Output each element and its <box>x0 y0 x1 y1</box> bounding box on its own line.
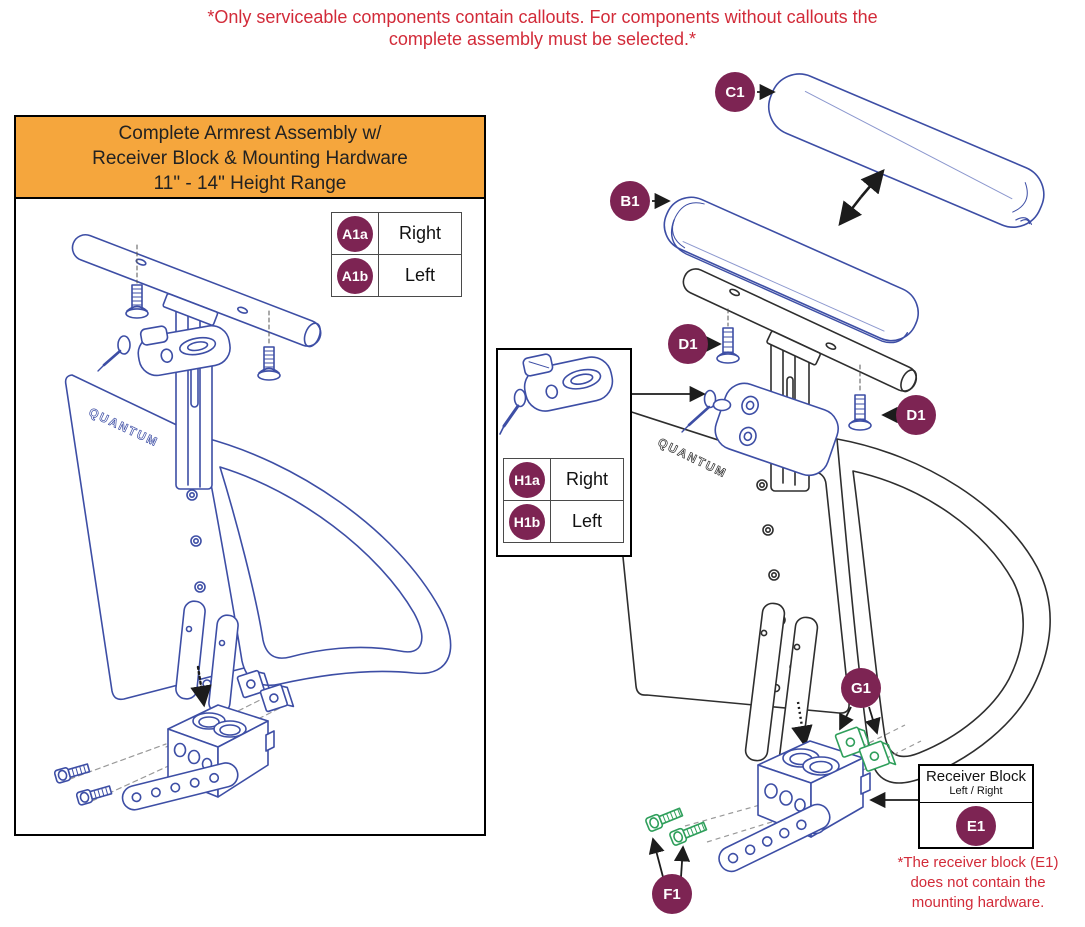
callout-g1[interactable]: G1 <box>841 668 881 708</box>
receiver-block-drawing <box>757 740 871 838</box>
a1-callout-table: A1a Right A1b Left <box>331 212 462 297</box>
serviceable-components-note: *Only serviceable components contain cal… <box>0 6 1085 50</box>
g1-arrow-icon <box>865 706 881 735</box>
side-label: Right <box>378 212 462 255</box>
complete-assembly-panel: Complete Armrest Assembly w/ Receiver Bl… <box>14 115 486 836</box>
g1-arrow-icon <box>839 706 854 731</box>
callout-d1-right[interactable]: D1 <box>896 395 936 435</box>
square-nuts-drawing <box>236 669 295 713</box>
callout-c1[interactable]: C1 <box>715 72 755 112</box>
receiver-block-subtitle: Left / Right <box>920 785 1032 803</box>
callout-arrows <box>632 83 918 878</box>
title-line-2: Receiver Block & Mounting Hardware <box>92 148 408 169</box>
f1-arrow-icon <box>648 837 665 878</box>
side-label: Left <box>378 254 462 297</box>
table-row: A1a Right <box>331 212 462 255</box>
armrest-support-loop-drawing <box>836 438 1051 784</box>
armrest-pad-top-drawing <box>768 73 1045 228</box>
assembly-title-header: Complete Armrest Assembly w/ Receiver Bl… <box>16 117 484 199</box>
clamp-drawing <box>97 324 231 377</box>
insertion-arrow-icon <box>791 701 813 748</box>
receiver-block-title: Receiver Block <box>925 768 1027 785</box>
note-line-3: mounting hardware. <box>911 894 1045 911</box>
armrest-t-tube-drawing <box>682 268 918 393</box>
callout-a1b[interactable]: A1b <box>337 257 373 294</box>
table-row: A1b Left <box>331 254 462 297</box>
mounting-screws-drawing <box>645 807 708 846</box>
pad-screws-drawing <box>125 244 281 381</box>
complete-armrest-assembly-drawing: QUANTUM <box>53 233 452 811</box>
armrest-support-loop-drawing <box>201 436 452 686</box>
callout-e1[interactable]: E1 <box>956 806 996 846</box>
callout-h1b[interactable]: H1b <box>509 503 545 540</box>
h1-clamp-detail-box: H1a Right H1b Left <box>496 348 632 557</box>
clamp-detail-drawing <box>499 353 614 435</box>
pad-screw-right-drawing <box>848 364 872 431</box>
pivot-arm-drawing <box>121 762 239 811</box>
h1-callout-table: H1a Right H1b Left <box>503 458 624 543</box>
lower-post-tubes-drawing <box>175 600 239 714</box>
callout-a1a[interactable]: A1a <box>337 215 373 252</box>
receiver-block-label-box: Receiver Block Left / Right E1 <box>918 764 1034 849</box>
pad-screw-left-drawing <box>716 308 740 364</box>
note-line-1: *The receiver block (E1) <box>897 854 1059 871</box>
title-line-1: Complete Armrest Assembly w/ <box>118 123 382 144</box>
square-nuts-drawing <box>834 726 897 772</box>
table-row: H1b Left <box>503 500 624 543</box>
insertion-arrow-icon <box>190 665 212 708</box>
table-row: H1a Right <box>503 458 624 501</box>
callout-h1a[interactable]: H1a <box>509 461 545 498</box>
f1-arrow-icon <box>673 845 691 878</box>
clamp-drawing <box>681 382 839 477</box>
pad-swap-double-arrow-icon <box>838 169 885 227</box>
title-line-3: 11" - 14" Height Range <box>153 173 347 194</box>
side-label: Right <box>550 458 624 501</box>
note-line-2: does not contain the <box>910 874 1046 891</box>
note-line-2: complete assembly must be selected.* <box>388 29 697 49</box>
exploded-armrest-assembly-drawing: QUANTUM <box>607 73 1051 878</box>
mounting-screws-drawing <box>53 763 113 806</box>
receiver-block-note: *The receiver block (E1) does not contai… <box>880 853 1076 913</box>
callout-b1[interactable]: B1 <box>610 181 650 221</box>
armrest-t-tube-drawing <box>71 233 322 348</box>
side-label: Left <box>550 500 624 543</box>
pivot-arm-drawing <box>718 803 831 873</box>
armrest-pad-base-drawing <box>663 196 919 344</box>
callout-d1-left[interactable]: D1 <box>668 324 708 364</box>
callout-f1[interactable]: F1 <box>652 874 692 914</box>
note-line-1: *Only serviceable components contain cal… <box>207 7 878 27</box>
